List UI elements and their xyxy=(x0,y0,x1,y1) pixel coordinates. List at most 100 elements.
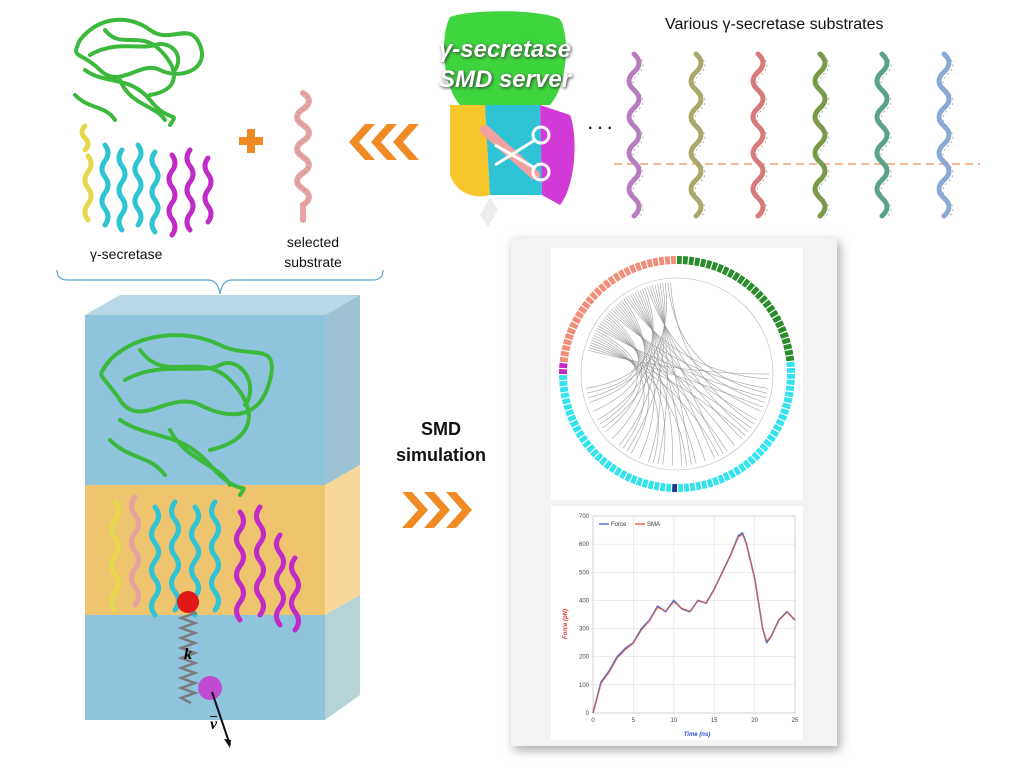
chord-segment xyxy=(559,369,568,374)
chord-segment xyxy=(569,321,579,330)
chord-link xyxy=(617,303,673,466)
chord-link xyxy=(619,301,655,459)
chord-segment xyxy=(721,266,730,276)
chord-segment xyxy=(670,256,676,265)
chord-segment xyxy=(630,474,638,485)
chord-segment xyxy=(659,482,666,492)
chord-segment xyxy=(747,455,756,465)
chord-segment xyxy=(569,419,579,428)
chord-segment xyxy=(781,402,791,410)
chord-segment xyxy=(665,483,672,492)
chord-segment xyxy=(677,256,682,265)
chord-segment xyxy=(772,423,783,432)
chord-segment xyxy=(736,275,746,285)
chord-segment xyxy=(755,447,765,457)
various-substrates-title: Various γ-secretase substrates xyxy=(665,16,884,33)
selected-substrate-line1: selected xyxy=(286,234,340,250)
chord-segment xyxy=(635,477,644,487)
chord-segment xyxy=(612,272,622,282)
water-lower xyxy=(85,615,325,720)
chord-segment xyxy=(647,480,655,490)
plus-icon xyxy=(239,129,263,153)
chord-links xyxy=(586,282,770,466)
chord-segment xyxy=(775,320,785,329)
substrate-sidechains-5 xyxy=(880,55,892,219)
chord-segment xyxy=(646,258,654,268)
chord-segment xyxy=(777,326,787,334)
legend-label: SMA xyxy=(647,522,660,528)
simulation-box xyxy=(85,295,360,748)
chord-segment xyxy=(779,331,789,339)
scissors-icon xyxy=(480,125,551,182)
chord-segment xyxy=(607,275,617,286)
chord-segment xyxy=(712,476,720,486)
chord-segment xyxy=(699,258,707,268)
chord-segment xyxy=(598,283,607,293)
chord-segment xyxy=(672,483,677,492)
y-tick-label: 200 xyxy=(579,655,590,661)
chord-link xyxy=(625,297,769,380)
chord-segment xyxy=(682,256,689,265)
chord-link xyxy=(588,282,667,399)
series-line-sma xyxy=(592,533,796,714)
chord-segment xyxy=(783,343,793,351)
chord-segment xyxy=(732,271,741,282)
substrate-helix-row xyxy=(614,51,980,219)
substrate-helix-6 xyxy=(936,51,952,219)
substrate-sidechains-6 xyxy=(942,55,954,219)
substrate-sidechains-4 xyxy=(818,55,830,219)
chord-link xyxy=(602,319,666,465)
server-title-line2: SMD server xyxy=(438,66,572,93)
chord-segment xyxy=(578,434,589,444)
chord-segment xyxy=(593,287,603,297)
chord-segment xyxy=(717,474,725,484)
gamma-secretase-label: γ-secretase xyxy=(90,246,163,262)
chord-segment xyxy=(786,379,795,386)
x-tick-label: 0 xyxy=(591,718,595,724)
chord-segment xyxy=(559,375,568,381)
chord-segment xyxy=(589,291,599,301)
chord-segment xyxy=(751,451,761,461)
x-tick-label: 25 xyxy=(792,718,799,724)
nicastrin-domain xyxy=(73,17,204,127)
chord-segment xyxy=(598,456,608,466)
chord-segment xyxy=(780,407,790,416)
chord-segment xyxy=(732,466,742,476)
smd-simulation-label: SMD simulation xyxy=(396,416,486,468)
substrate-sidechains-1 xyxy=(632,55,644,219)
chord-segment xyxy=(578,305,588,315)
smd-line2: simulation xyxy=(396,445,487,465)
chord-segment xyxy=(582,439,592,449)
substrate-sidechains-3 xyxy=(756,55,768,219)
chevron-right-icon xyxy=(402,492,472,528)
chord-segment xyxy=(559,362,568,369)
chord-link xyxy=(590,342,720,457)
chord-link xyxy=(586,330,635,394)
chord-segment xyxy=(722,472,731,482)
substrate-helix-2 xyxy=(688,51,704,219)
gamma-secretase-structure xyxy=(73,17,214,238)
chord-segment xyxy=(563,403,573,411)
chord-link xyxy=(651,285,724,454)
red-sphere-icon xyxy=(177,591,199,613)
chord-link xyxy=(601,321,697,465)
chord-segment xyxy=(688,256,695,266)
spring-constant-label: k xyxy=(184,646,192,663)
chord-link xyxy=(649,286,749,433)
chord-segment xyxy=(581,300,591,310)
chord-link xyxy=(634,291,683,466)
chord-segment xyxy=(652,257,659,267)
substrate-helix-5 xyxy=(874,51,890,219)
chord-segment xyxy=(783,396,793,404)
chord-link xyxy=(589,344,746,436)
chord-segment xyxy=(608,463,618,473)
x-tick-label: 20 xyxy=(751,718,758,724)
chord-segment xyxy=(716,263,724,274)
chord-segment xyxy=(561,397,571,405)
y-tick-label: 700 xyxy=(579,514,590,520)
chord-segment xyxy=(618,269,627,279)
chord-segment xyxy=(705,260,713,270)
chord-segment xyxy=(758,295,768,304)
selected-substrate-line2: substrate xyxy=(284,254,342,270)
